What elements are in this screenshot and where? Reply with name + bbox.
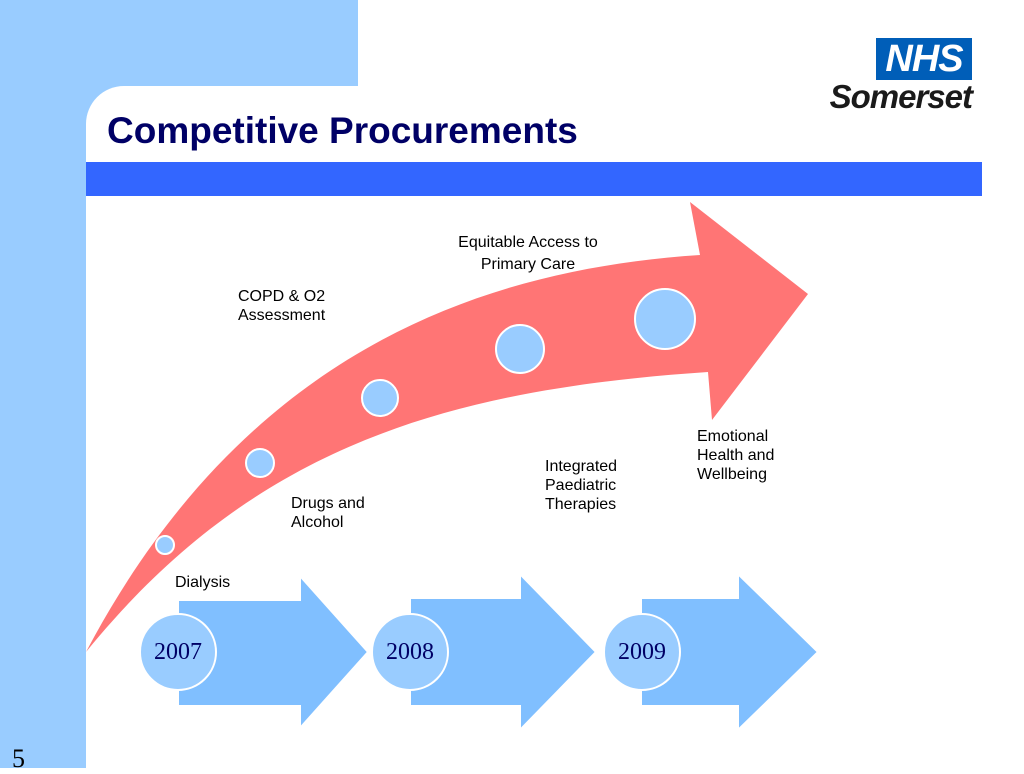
year-badge-2008: 2008: [371, 613, 449, 691]
milestone-dot-5: [634, 288, 696, 350]
nhs-somerset-logo: NHS Somerset: [828, 38, 978, 118]
label-drugs-and-alcohol: Drugs and Alcohol: [291, 495, 365, 531]
milestone-dot-2: [245, 448, 275, 478]
timeline-arrows: [177, 571, 820, 733]
year-arrow-2008: [409, 571, 598, 733]
year-badge-2009: 2009: [603, 613, 681, 691]
year-badge-2007: 2007: [139, 613, 217, 691]
milestone-dot-1: [155, 535, 175, 555]
label-equitable-access: Equitable Access to Primary Care: [458, 234, 598, 273]
milestone-dot-4: [495, 324, 545, 374]
nhs-logo-mark: NHS: [876, 38, 972, 80]
logo-organisation-name: Somerset: [829, 78, 973, 115]
curved-progress-arrow: [86, 202, 808, 652]
sidebar-band: [0, 0, 86, 768]
title-underline-bar: [86, 162, 982, 196]
milestone-dots: [155, 288, 696, 555]
slide-title: Competitive Procurements: [107, 110, 578, 151]
label-integrated-paediatric-therapies: Integrated Paediatric Therapies: [545, 458, 618, 513]
label-dialysis: Dialysis: [175, 574, 231, 591]
year-arrow-2009: [640, 571, 820, 733]
year-arrow-2007: [177, 573, 370, 731]
page-number: 5: [12, 744, 25, 773]
label-emotional-health-wellbeing: Emotional Health and Wellbeing: [697, 428, 775, 483]
label-copd-o2-assessment: COPD & O2 Assessment: [238, 288, 326, 324]
milestone-dot-3: [361, 379, 399, 417]
